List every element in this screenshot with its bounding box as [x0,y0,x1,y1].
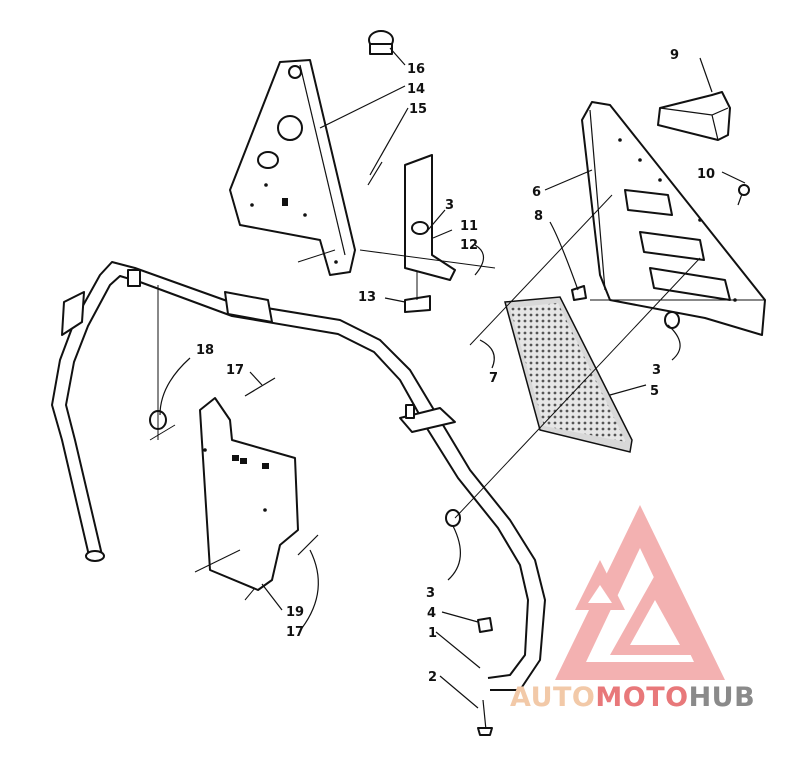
callout-8: 8 [534,209,543,224]
pin-part-17-upper [244,377,276,397]
watermark-logo [555,505,725,680]
callout-13: 13 [358,290,376,305]
watermark-word-auto: AUTO [510,682,595,713]
callout-5: 5 [650,384,659,399]
callout-18: 18 [196,343,214,358]
fasteners [445,184,750,736]
callout-2: 2 [428,670,437,685]
callout-11: 11 [460,219,478,234]
callout-labels: 16 14 15 9 10 6 8 3 11 12 13 7 3 5 18 17… [196,48,715,685]
callout-10: 10 [697,167,715,182]
callout-14: 14 [407,82,425,97]
callout-15: 15 [409,102,427,117]
pin-part-17-lower [297,534,319,556]
callout-19: 19 [286,605,304,620]
callout-3-lower: 3 [426,586,435,601]
callout-7: 7 [489,371,498,386]
watermark-text: AUTOMOTOHUB [510,682,755,713]
cover-part-9 [657,91,731,141]
callout-17-lower: 17 [286,625,304,640]
watermark-word-moto: MOTO [595,682,688,713]
leader-lines [159,47,746,709]
callout-1: 1 [428,626,437,641]
callout-16: 16 [407,62,425,77]
watermark-word-hub: HUB [689,682,756,713]
assembly-lines [149,194,765,601]
callout-12: 12 [460,238,478,253]
plate-part-19 [199,397,299,591]
pin-part-15 [367,161,383,186]
bracket-part-11 [404,154,456,313]
side-panel-left [229,59,356,276]
callout-9: 9 [670,48,679,63]
screen-part-5 [504,296,633,453]
handlebar-tube [51,261,546,691]
callout-3-right: 3 [652,363,661,378]
callout-6: 6 [532,185,541,200]
callout-17-upper: 17 [226,363,244,378]
knob-part-16 [368,30,394,55]
callout-4: 4 [427,606,436,621]
callout-3-upper: 3 [445,198,454,213]
